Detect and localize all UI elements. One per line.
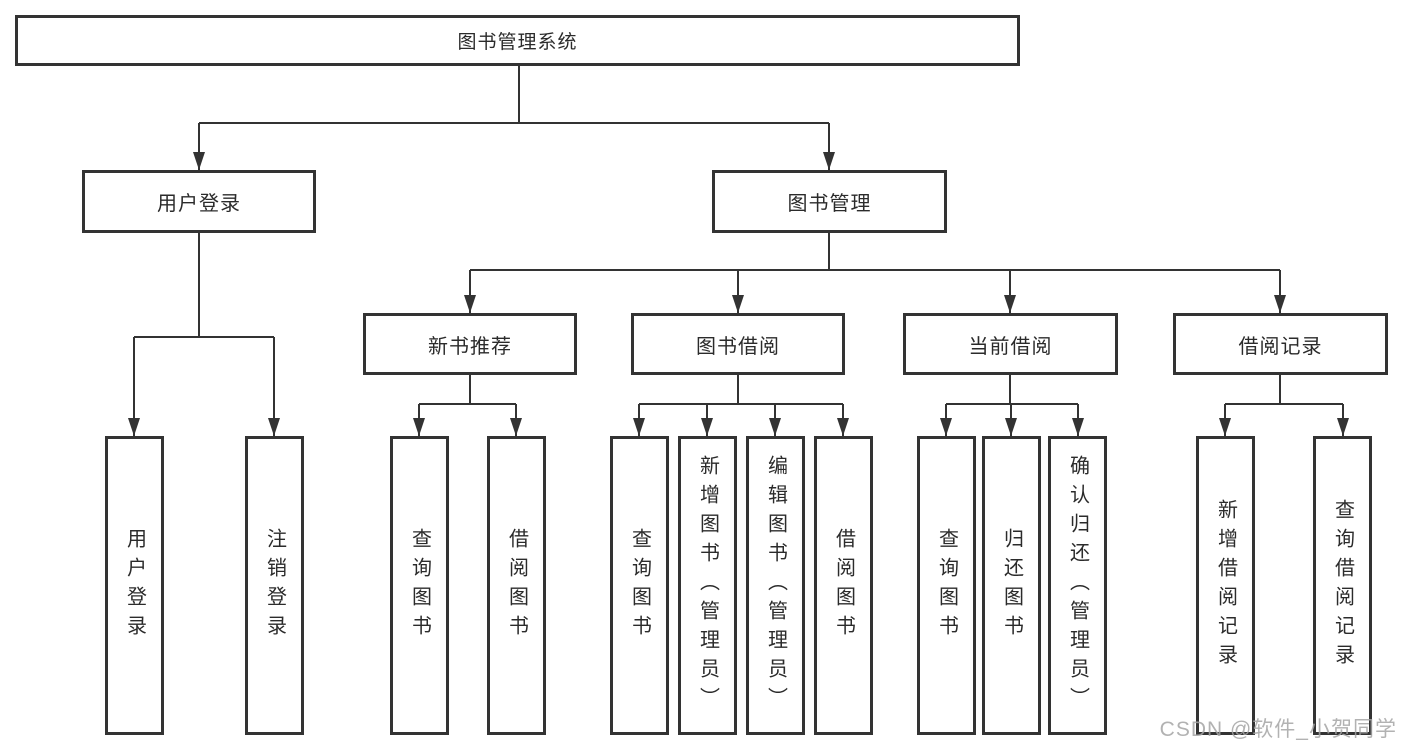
node-label: 图书管理: [787, 193, 872, 215]
leaf-user-login: 用户登录: [105, 436, 164, 735]
leaf-label: 用户登录: [123, 527, 146, 644]
node-label: 用户登录: [157, 193, 241, 215]
leaf-current-confirm-return-admin: 确认归还（管理员）: [1048, 436, 1107, 735]
leaf-records-add-record: 新增借阅记录: [1196, 436, 1255, 735]
node-user-login: 用户登录: [82, 170, 316, 233]
leaf-label: 查询图书: [935, 527, 958, 644]
connector-user-login-branch: [134, 233, 274, 338]
node-library-management-system: 图书管理系统: [15, 15, 1020, 66]
leaf-label: 新增借阅记录: [1214, 498, 1237, 673]
leaf-current-query-books: 查询图书: [917, 436, 976, 735]
csdn-watermark: CSDN @软件_小贺同学: [1159, 718, 1397, 741]
leaf-label: 编辑图书（管理员）: [764, 455, 787, 716]
node-label: 当前借阅: [968, 335, 1053, 358]
leaf-label: 查询图书: [408, 527, 431, 644]
leaf-label: 借阅图书: [505, 527, 528, 644]
leaf-label: 新增图书（管理员）: [696, 455, 719, 716]
leaf-label: 查询图书: [628, 527, 651, 644]
connector-new-book-branch: [419, 375, 516, 405]
connector-borrow-records-branch: [1225, 375, 1343, 405]
node-label: 借阅记录: [1238, 335, 1323, 358]
leaf-label: 借阅图书: [832, 527, 855, 644]
node-new-book-recommend: 新书推荐: [363, 313, 577, 375]
leaf-borrow-query-books: 查询图书: [610, 436, 669, 735]
connector-book-borrow-branch: [639, 375, 843, 405]
leaf-label: 查询借阅记录: [1331, 498, 1354, 673]
node-label: 图书借阅: [696, 335, 780, 358]
leaf-newbook-query-books: 查询图书: [390, 436, 449, 735]
leaf-current-return-books: 归还图书: [982, 436, 1041, 735]
node-book-management: 图书管理: [712, 170, 947, 233]
node-borrow-records: 借阅记录: [1173, 313, 1388, 375]
connector-current-borrow-branch: [946, 375, 1078, 405]
leaf-label: 确认归还（管理员）: [1066, 455, 1089, 716]
node-current-borrow: 当前借阅: [903, 313, 1118, 375]
node-label: 新书推荐: [428, 335, 512, 358]
leaf-borrow-edit-books-admin: 编辑图书（管理员）: [746, 436, 805, 735]
leaf-newbook-borrow-books: 借阅图书: [487, 436, 546, 735]
leaf-label: 归还图书: [1000, 527, 1023, 644]
node-book-borrow: 图书借阅: [631, 313, 845, 375]
leaf-borrow-borrow-books: 借阅图书: [814, 436, 873, 735]
connector-root-branch: [199, 66, 829, 124]
leaf-records-query-record: 查询借阅记录: [1313, 436, 1372, 735]
node-label: 图书管理系统: [457, 32, 578, 53]
connector-book-management-branch: [470, 233, 1280, 271]
leaf-label: 注销登录: [263, 527, 286, 644]
leaf-logout: 注销登录: [245, 436, 304, 735]
leaf-borrow-add-books-admin: 新增图书（管理员）: [678, 436, 737, 735]
